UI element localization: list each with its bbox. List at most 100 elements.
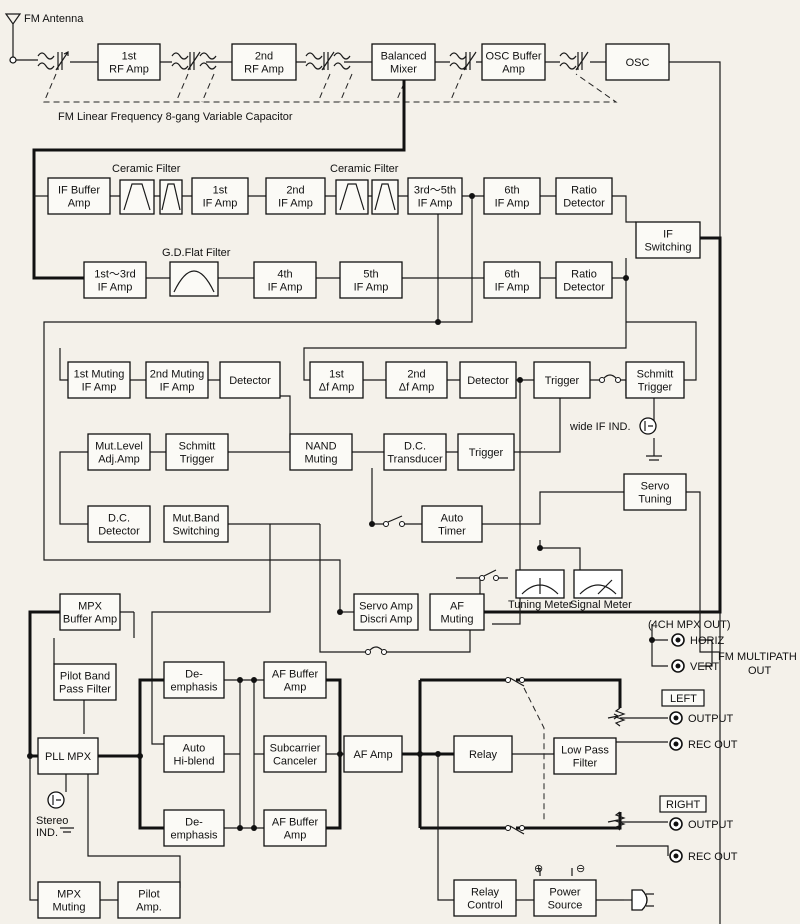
gd-flat-filter-icon — [169, 261, 219, 297]
block-if4-label-0: 4th — [277, 269, 292, 281]
fm-multipath-label: FM MULTIPATH — [718, 651, 797, 663]
block-df2-label-0: 2nd — [407, 369, 425, 381]
jack-left-rec — [669, 737, 683, 751]
left-output-label: OUTPUT — [688, 713, 734, 725]
block-if6b-label-0: 6th — [504, 269, 519, 281]
block-deemph1: De-emphasis — [163, 661, 225, 699]
block-if1-label-1: IF Amp — [203, 198, 238, 210]
block-det1-label-0: Detector — [229, 375, 271, 387]
junction-dots — [27, 193, 655, 831]
block-mpxbuf-label-1: Buffer Amp — [63, 614, 117, 626]
jack-left-output — [669, 711, 683, 725]
block-mutlevel-label-1: Adj.Amp — [98, 454, 140, 466]
block-autotimer-label-0: Auto — [441, 513, 464, 525]
switch-mid — [365, 646, 387, 655]
block-ratio1-label-0: Ratio — [571, 185, 597, 197]
block-trig2: Trigger — [457, 433, 515, 471]
block-mixer-label-1: Mixer — [390, 64, 417, 76]
block-afbuf2-label-0: AF Buffer — [272, 817, 319, 829]
block-mixer-label-0: Balanced — [381, 51, 427, 63]
block-servoamp-label-1: Discri Amp — [360, 614, 413, 626]
block-afbuf1-label-0: AF Buffer — [272, 669, 319, 681]
vert-label: VERT — [690, 661, 719, 673]
antenna-icon — [4, 13, 22, 64]
block-ratio2-label-0: Ratio — [571, 269, 597, 281]
ceramic-filter-1-icons — [119, 179, 183, 215]
block-ifsw-label-0: IF — [663, 229, 673, 241]
block-trig1-label-0: Trigger — [545, 375, 580, 387]
block-trig2-label-0: Trigger — [469, 447, 504, 459]
block-autohb-label-1: Hi-blend — [174, 756, 215, 768]
coil-cap-icon-5 — [559, 51, 589, 71]
block-dct-label-0: D.C. — [404, 441, 426, 453]
block-servo-label-1: Tuning — [638, 494, 671, 506]
right-channel-box — [659, 795, 707, 813]
relay-contact-right — [505, 825, 525, 835]
block-oscbuf-label-0: OSC Buffer — [485, 51, 541, 63]
block-schmitt2-label-0: Schmitt — [179, 441, 216, 453]
block-mpxmute-label-0: MPX — [57, 889, 82, 901]
block-pilotamp-label-0: Pilot — [138, 889, 159, 901]
block-schmitt1-label-1: Trigger — [638, 382, 673, 394]
wide-if-lamp-icon — [639, 417, 662, 461]
block-mut2-label-1: IF Amp — [160, 382, 195, 394]
block-if35-label-0: 3rd～5th — [414, 185, 456, 197]
block-dcdet-label-1: Detector — [98, 526, 140, 538]
block-dct: D.C.Transducer — [383, 433, 447, 471]
block-pilotbpf-label-1: Pass Filter — [59, 684, 111, 696]
block-autotimer-label-1: Timer — [438, 526, 466, 538]
left-volume-pot-icon — [607, 707, 626, 727]
block-afmute-label-0: AF — [450, 601, 464, 613]
block-power-label-0: Power — [549, 887, 581, 899]
block-ifsw-label-1: Switching — [644, 242, 691, 254]
minus-label: ⊖ — [576, 863, 585, 875]
block-oscbuf-label-1: Amp — [502, 64, 525, 76]
block-dcdet-label-0: D.C. — [108, 513, 130, 525]
block-if5-label-1: IF Amp — [354, 282, 389, 294]
block-subcarrier-label-0: Subcarrier — [270, 743, 321, 755]
block-if4-label-1: IF Amp — [268, 282, 303, 294]
jack-right-rec — [669, 849, 683, 863]
labels: FM Antenna FM Linear Frequency 8-gang Va… — [24, 13, 797, 875]
block-df1-label-0: 1st — [329, 369, 344, 381]
block-df2-label-1: Δf Amp — [399, 382, 434, 394]
left-rec-out-label: REC OUT — [688, 739, 738, 751]
block-if1-label-0: 1st — [213, 185, 228, 197]
coil-cap-icon-3 — [305, 51, 351, 71]
ceramic-filter-1-label: Ceramic Filter — [112, 163, 181, 175]
block-afbuf1-label-1: Amp — [284, 682, 307, 694]
switch-af-muting — [479, 569, 499, 581]
block-if2-label-0: 2nd — [286, 185, 304, 197]
block-subcarrier-label-1: Canceler — [273, 756, 317, 768]
block-if5-label-0: 5th — [363, 269, 378, 281]
switch-icons — [365, 374, 621, 835]
output-jacks — [669, 633, 685, 863]
block-mpxmute-label-1: Muting — [52, 902, 85, 914]
block-mut1-label-0: 1st Muting — [74, 369, 125, 381]
block-afamp-label-0: AF Amp — [353, 749, 392, 761]
right-volume-pot-icon — [607, 811, 626, 831]
tuning-meter-icon — [515, 569, 565, 599]
tuning-meter-label: Tuning Meter — [508, 599, 573, 611]
block-mpxbuf-label-0: MPX — [78, 601, 103, 613]
